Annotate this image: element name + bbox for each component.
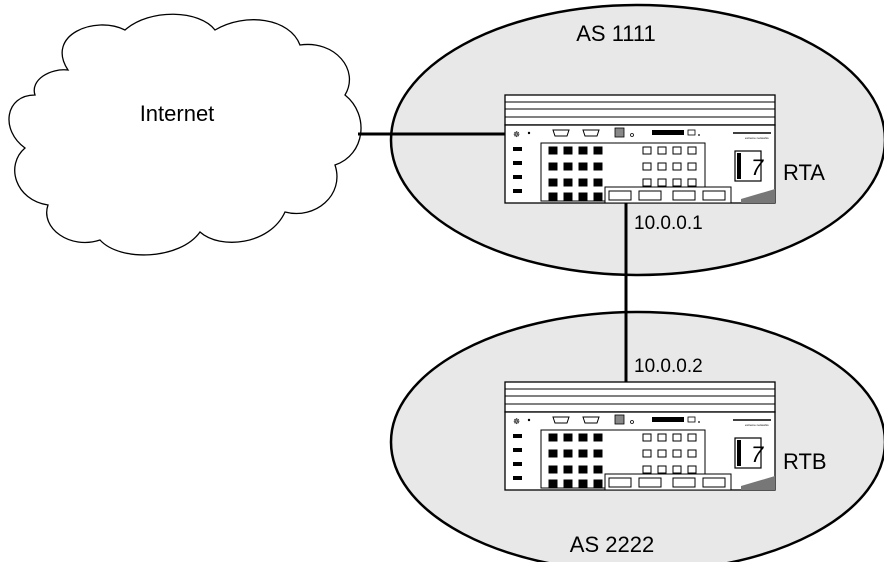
as-2222-label: AS 2222 — [570, 532, 654, 557]
rta-badge: 7 — [751, 155, 764, 180]
internet-cloud: Internet — [8, 13, 362, 256]
rtb-badge: 7 — [751, 442, 764, 467]
rta-label: RTA — [783, 160, 825, 185]
cloud-shape — [8, 13, 362, 256]
rtb-ip-label: 10.0.0.2 — [634, 356, 703, 377]
rtb-label: RTB — [783, 449, 827, 474]
as-1111-label: AS 1111 — [576, 21, 656, 46]
router-rta: 7 RTA 10.0.0.1 — [504, 94, 825, 234]
rta-ip-label: 10.0.0.1 — [634, 213, 703, 234]
router-rtb: 7 RTB 10.0.0.2 — [504, 356, 827, 491]
internet-label: Internet — [140, 101, 215, 126]
